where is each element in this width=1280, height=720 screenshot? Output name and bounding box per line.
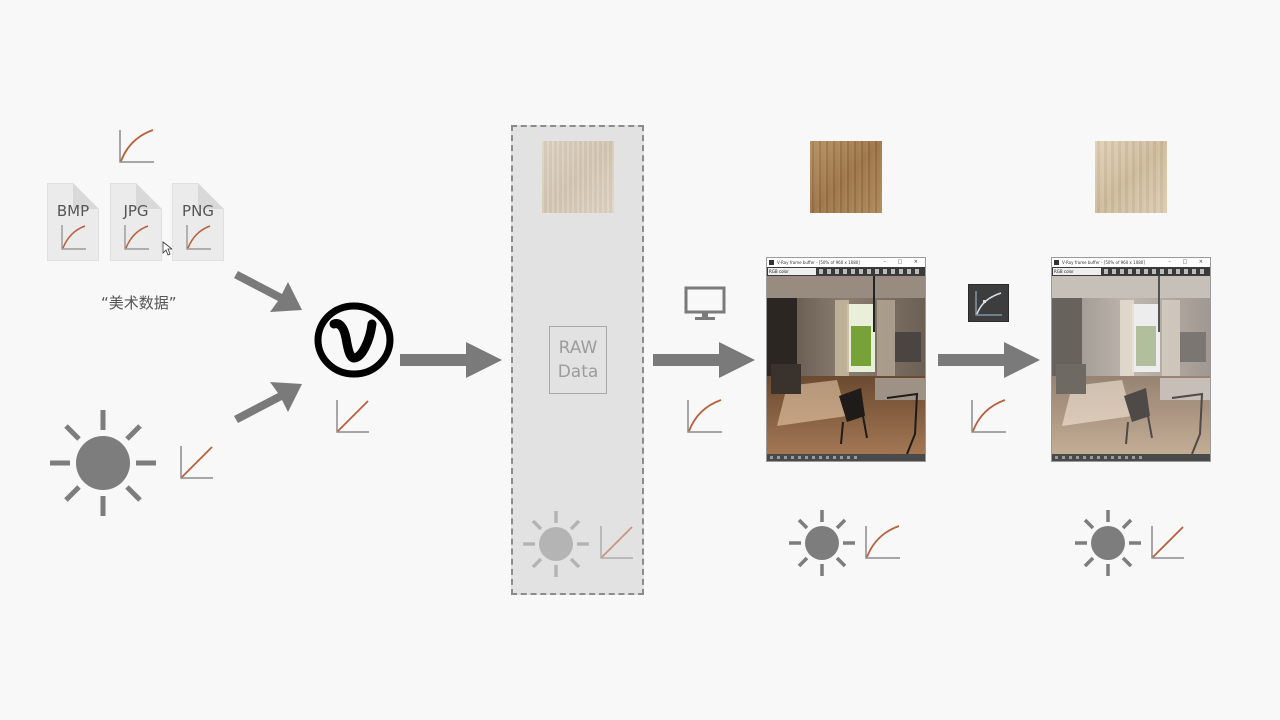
arrow-vray-to-raw (400, 342, 502, 378)
file-extension: BMP (56, 202, 90, 220)
curves-tool-icon[interactable] (968, 284, 1009, 322)
raw-label-line1: RAW (558, 338, 598, 358)
bmp-file-icon: BMP (47, 183, 99, 261)
mouse-cursor-icon (162, 241, 172, 256)
adjusted-texture-swatch (1095, 141, 1167, 213)
sun-icon (50, 410, 156, 516)
sun-icon (789, 510, 855, 576)
channel-select[interactable]: RGB color (1053, 268, 1101, 275)
vfb-statusbar (767, 454, 925, 461)
curves-graph-icon (975, 291, 1002, 316)
page-fold (136, 183, 162, 209)
file-extension: JPG (123, 202, 149, 220)
vfb-toolbar: RGB color (767, 267, 925, 276)
arrow-files-to-vray (234, 271, 302, 312)
gamma-curve-icon (186, 225, 211, 250)
arrow-light-to-vray (234, 382, 302, 423)
file-extension: PNG (182, 202, 214, 220)
vfb-titlebar: V-Ray frame buffer - [50% of 960 x 1080]… (1052, 258, 1210, 267)
sun-icon (1075, 510, 1141, 576)
vfb-titlebar: V-Ray frame buffer - [50% of 960 x 1080]… (767, 258, 925, 267)
gamma-curve-icon (971, 399, 1006, 433)
channel-select[interactable]: RGB color (768, 268, 816, 275)
art-data-label: “美术数据” (101, 294, 177, 312)
vfb-toolbar-buttons[interactable] (1104, 269, 1208, 274)
monitor-icon (684, 286, 726, 320)
gamma-curve-icon (61, 225, 86, 250)
jpg-file-icon: JPG (110, 183, 162, 261)
gamma-curve-icon (119, 129, 154, 163)
raw-texture-swatch (542, 141, 614, 213)
rendered-interior-image (1052, 276, 1210, 454)
vfb-app-icon (769, 260, 774, 265)
raw-data-label: RAW Data (549, 326, 607, 394)
arrow-raw-to-display (653, 342, 755, 378)
linear-curve-icon (336, 400, 369, 433)
vfb-toolbar-buttons[interactable] (819, 269, 923, 274)
arrow-display-to-adjusted (938, 342, 1040, 378)
vray-logo-icon (314, 302, 394, 378)
linear-curve-icon (600, 526, 633, 559)
vfb-app-icon (1054, 260, 1059, 265)
vfb-title: V-Ray frame buffer - [50% of 960 x 1080] (1062, 260, 1145, 265)
vray-frame-buffer-window: V-Ray frame buffer - [50% of 960 x 1080]… (766, 257, 926, 462)
sun-icon (523, 511, 589, 577)
vfb-title: V-Ray frame buffer - [50% of 960 x 1080] (777, 260, 860, 265)
png-file-icon: PNG (172, 183, 224, 261)
gamma-curve-icon (124, 225, 149, 250)
gamma-curve-icon (865, 525, 900, 559)
page-fold (198, 183, 224, 209)
window-controls[interactable]: – □ × (1168, 259, 1208, 265)
display-texture-swatch (810, 141, 882, 213)
vray-frame-buffer-window-adjusted: V-Ray frame buffer - [50% of 960 x 1080]… (1051, 257, 1211, 462)
window-controls[interactable]: – □ × (883, 259, 923, 265)
rendered-interior-image (767, 276, 925, 454)
raw-label-line2: Data (557, 362, 599, 382)
vfb-toolbar: RGB color (1052, 267, 1210, 276)
linear-curve-icon (1151, 526, 1184, 559)
linear-curve-icon (180, 446, 213, 479)
vfb-statusbar (1052, 454, 1210, 461)
page-fold (73, 183, 99, 209)
gamma-curve-icon (687, 399, 722, 433)
